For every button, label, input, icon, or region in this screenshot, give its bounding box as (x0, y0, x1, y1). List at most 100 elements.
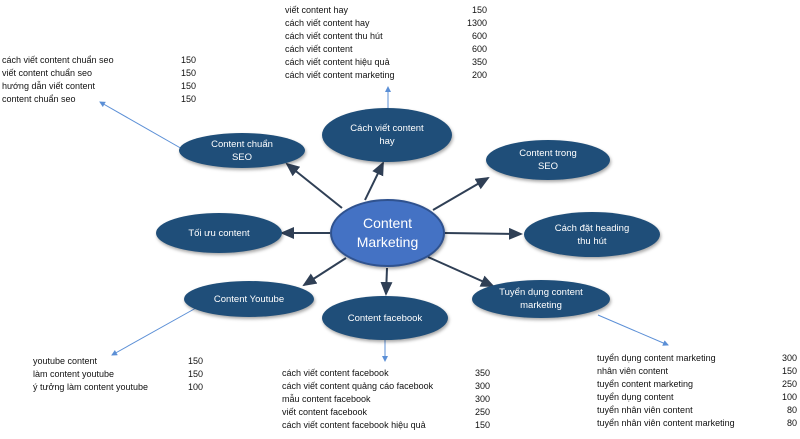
keyword: hướng dẫn viết content (2, 81, 95, 91)
keyword-volume: 150 (471, 5, 487, 15)
node-content-facebook: Content facebook (322, 296, 448, 340)
keyword-volume: 1300 (466, 18, 487, 28)
keyword-row: tuyển content marketing 250 (597, 378, 797, 391)
node-content-chuan-seo: Content chuẩn SEO (179, 133, 305, 168)
arrow-to-seo-keywords (99, 101, 185, 151)
keyword-row: hướng dẫn viết content 150 (2, 80, 196, 93)
keyword-row: tuyển dụng content 100 (597, 391, 797, 404)
keyword-row: cách viết content hay 1300 (285, 17, 487, 30)
keyword-volume: 100 (781, 392, 797, 402)
keyword-volume: 350 (471, 57, 487, 67)
keyword-volume: 600 (471, 31, 487, 41)
keyword: cách viết content hay (285, 18, 370, 28)
node-label: Content chuẩn SEO (211, 138, 273, 163)
keyword-volume: 150 (781, 366, 797, 376)
node-cach-viet-content-hay: Cách viết content hay (322, 108, 452, 162)
keywords-content-youtube: youtube content 150 làm content youtube 15… (33, 355, 203, 394)
keyword-row: làm content youtube 150 (33, 368, 203, 381)
keyword-row: cách viết content quảng cáo facebook 300 (282, 380, 490, 393)
arrow-to-facebook (380, 267, 393, 296)
keyword: tuyển dụng content (597, 392, 674, 402)
arrow-to-tuyen-dung (427, 256, 495, 287)
keywords-tuyen-dung-content-marketing: tuyển dụng content marketing 300 nhân viê… (597, 352, 797, 430)
keyword: nhân viên content (597, 366, 669, 376)
keyword-volume: 300 (474, 381, 490, 391)
node-label: Cách đặt heading thu hút (554, 222, 630, 247)
keyword: mẫu content facebook (282, 394, 371, 404)
keyword-row: tuyển nhân viên content 80 (597, 404, 797, 417)
keyword: cách viết content facebook hiệu quả (282, 420, 426, 430)
keyword: cách viết content hiệu quả (285, 57, 390, 67)
keyword: cách viết content quảng cáo facebook (282, 381, 434, 391)
node-toi-uu-content: Tối ưu content (156, 213, 282, 253)
keyword-row: nhân viên content 150 (597, 365, 797, 378)
keyword: viết content chuẩn seo (2, 68, 93, 78)
keyword: cách viết content (285, 44, 353, 54)
arrow-to-tuyen-dung-keywords (597, 314, 669, 346)
node-label: Content trong SEO (519, 148, 577, 172)
arrow-to-youtube (302, 257, 347, 287)
keywords-cach-viet-content-hay: viết content hay 150 cách viết content ha… (285, 4, 487, 82)
keyword-row: ý tưởng làm content youtube 100 (33, 381, 203, 394)
keyword-volume: 300 (474, 394, 490, 404)
keyword: cách viết content marketing (285, 70, 395, 80)
keyword-volume: 150 (180, 55, 196, 65)
node-label: Tuyển dụng content marketing (499, 287, 583, 311)
keyword-volume: 80 (786, 405, 797, 415)
node-tuyen-dung-content-marketing: Tuyển dụng content marketing (472, 280, 610, 318)
node-label: Content facebook (347, 312, 423, 324)
keyword: cách viết content thu hút (285, 31, 383, 41)
keywords-content-facebook: cách viết content facebook 350 cách viết … (282, 367, 490, 432)
node-label: Tối ưu content (188, 227, 250, 239)
arrow-to-heading (444, 227, 523, 240)
keyword: tuyển dụng content marketing (597, 353, 716, 363)
arrow-to-cach-viet (364, 161, 384, 201)
keyword-volume: 100 (187, 382, 203, 392)
keyword: ý tưởng làm content youtube (33, 382, 148, 392)
center-node: Content Marketing (330, 199, 445, 267)
keyword-volume: 350 (474, 368, 490, 378)
keyword: cách viết content chuẩn seo (2, 55, 114, 65)
keyword: viết content hay (285, 5, 349, 15)
keyword-row: cách viết content thu hút 600 (285, 30, 487, 43)
keyword-row: cách viết content chuẩn seo 150 (2, 54, 196, 67)
keyword-volume: 300 (781, 353, 797, 363)
keyword-row: cách viết content marketing 200 (285, 69, 487, 82)
arrow-to-youtube-keywords (111, 307, 197, 356)
keyword-row: viết content hay 150 (285, 4, 487, 17)
keyword-volume: 200 (471, 70, 487, 80)
arrow-to-trong-seo (432, 176, 490, 211)
keyword: tuyển content marketing (597, 379, 694, 389)
keyword-row: tuyển dụng content marketing 300 (597, 352, 797, 365)
keywords-content-chuan-seo: cách viết content chuẩn seo 150 viết cont… (2, 54, 196, 106)
node-content-trong-seo: Content trong SEO (486, 140, 610, 180)
keyword-row: viết content facebook 250 (282, 406, 490, 419)
keyword-volume: 250 (781, 379, 797, 389)
node-label: Cách viết content hay (350, 123, 424, 147)
keyword-row: cách viết content facebook hiệu quả 150 (282, 419, 490, 432)
keyword: làm content youtube (33, 369, 115, 379)
keyword: tuyển nhân viên content marketing (597, 418, 735, 428)
keyword-volume: 150 (187, 369, 203, 379)
keyword: cách viết content facebook (282, 368, 389, 378)
node-content-youtube: Content Youtube (184, 281, 314, 317)
keyword-row: viết content chuẩn seo 150 (2, 67, 196, 80)
keyword-volume: 150 (474, 420, 490, 430)
keyword-volume: 150 (180, 81, 196, 91)
keyword-volume: 150 (180, 68, 196, 78)
keyword-volume: 150 (187, 356, 203, 366)
keyword-row: tuyển nhân viên content marketing 80 (597, 417, 797, 430)
keyword-row: cách viết content hiệu quả 350 (285, 56, 487, 69)
node-label: Content Youtube (213, 293, 285, 305)
center-node-label: Content Marketing (356, 215, 419, 250)
keyword: youtube content (33, 356, 98, 366)
keyword-volume: 250 (474, 407, 490, 417)
keyword: viết content facebook (282, 407, 368, 417)
keyword-row: youtube content 150 (33, 355, 203, 368)
keyword: tuyển nhân viên content (597, 405, 693, 415)
keyword-volume: 80 (786, 418, 797, 428)
node-cach-dat-heading: Cách đặt heading thu hút (524, 212, 660, 257)
